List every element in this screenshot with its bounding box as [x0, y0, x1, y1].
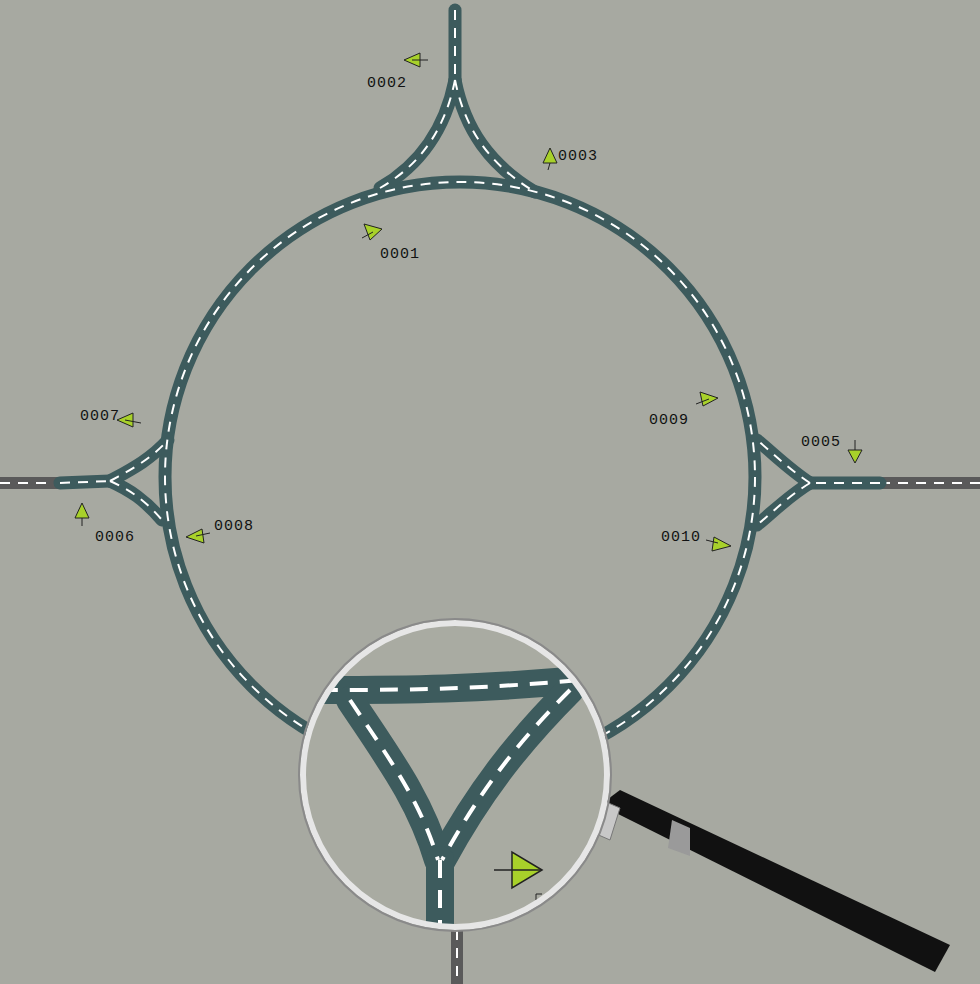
- callout-number: 0005: [801, 435, 841, 450]
- direction-arrows: [75, 53, 862, 551]
- callout-number: 0002: [367, 76, 407, 91]
- callout-number: 0008: [214, 519, 254, 534]
- callout-number: 0003: [558, 149, 598, 164]
- road-stubs: [0, 483, 980, 984]
- callout-number: 0010: [661, 530, 701, 545]
- callout-number: 0006: [95, 530, 135, 545]
- callout-number: 0007: [80, 409, 120, 424]
- callout-number: 0009: [649, 413, 689, 428]
- callout-number: 0001: [380, 247, 420, 262]
- magnifier: [299, 619, 950, 972]
